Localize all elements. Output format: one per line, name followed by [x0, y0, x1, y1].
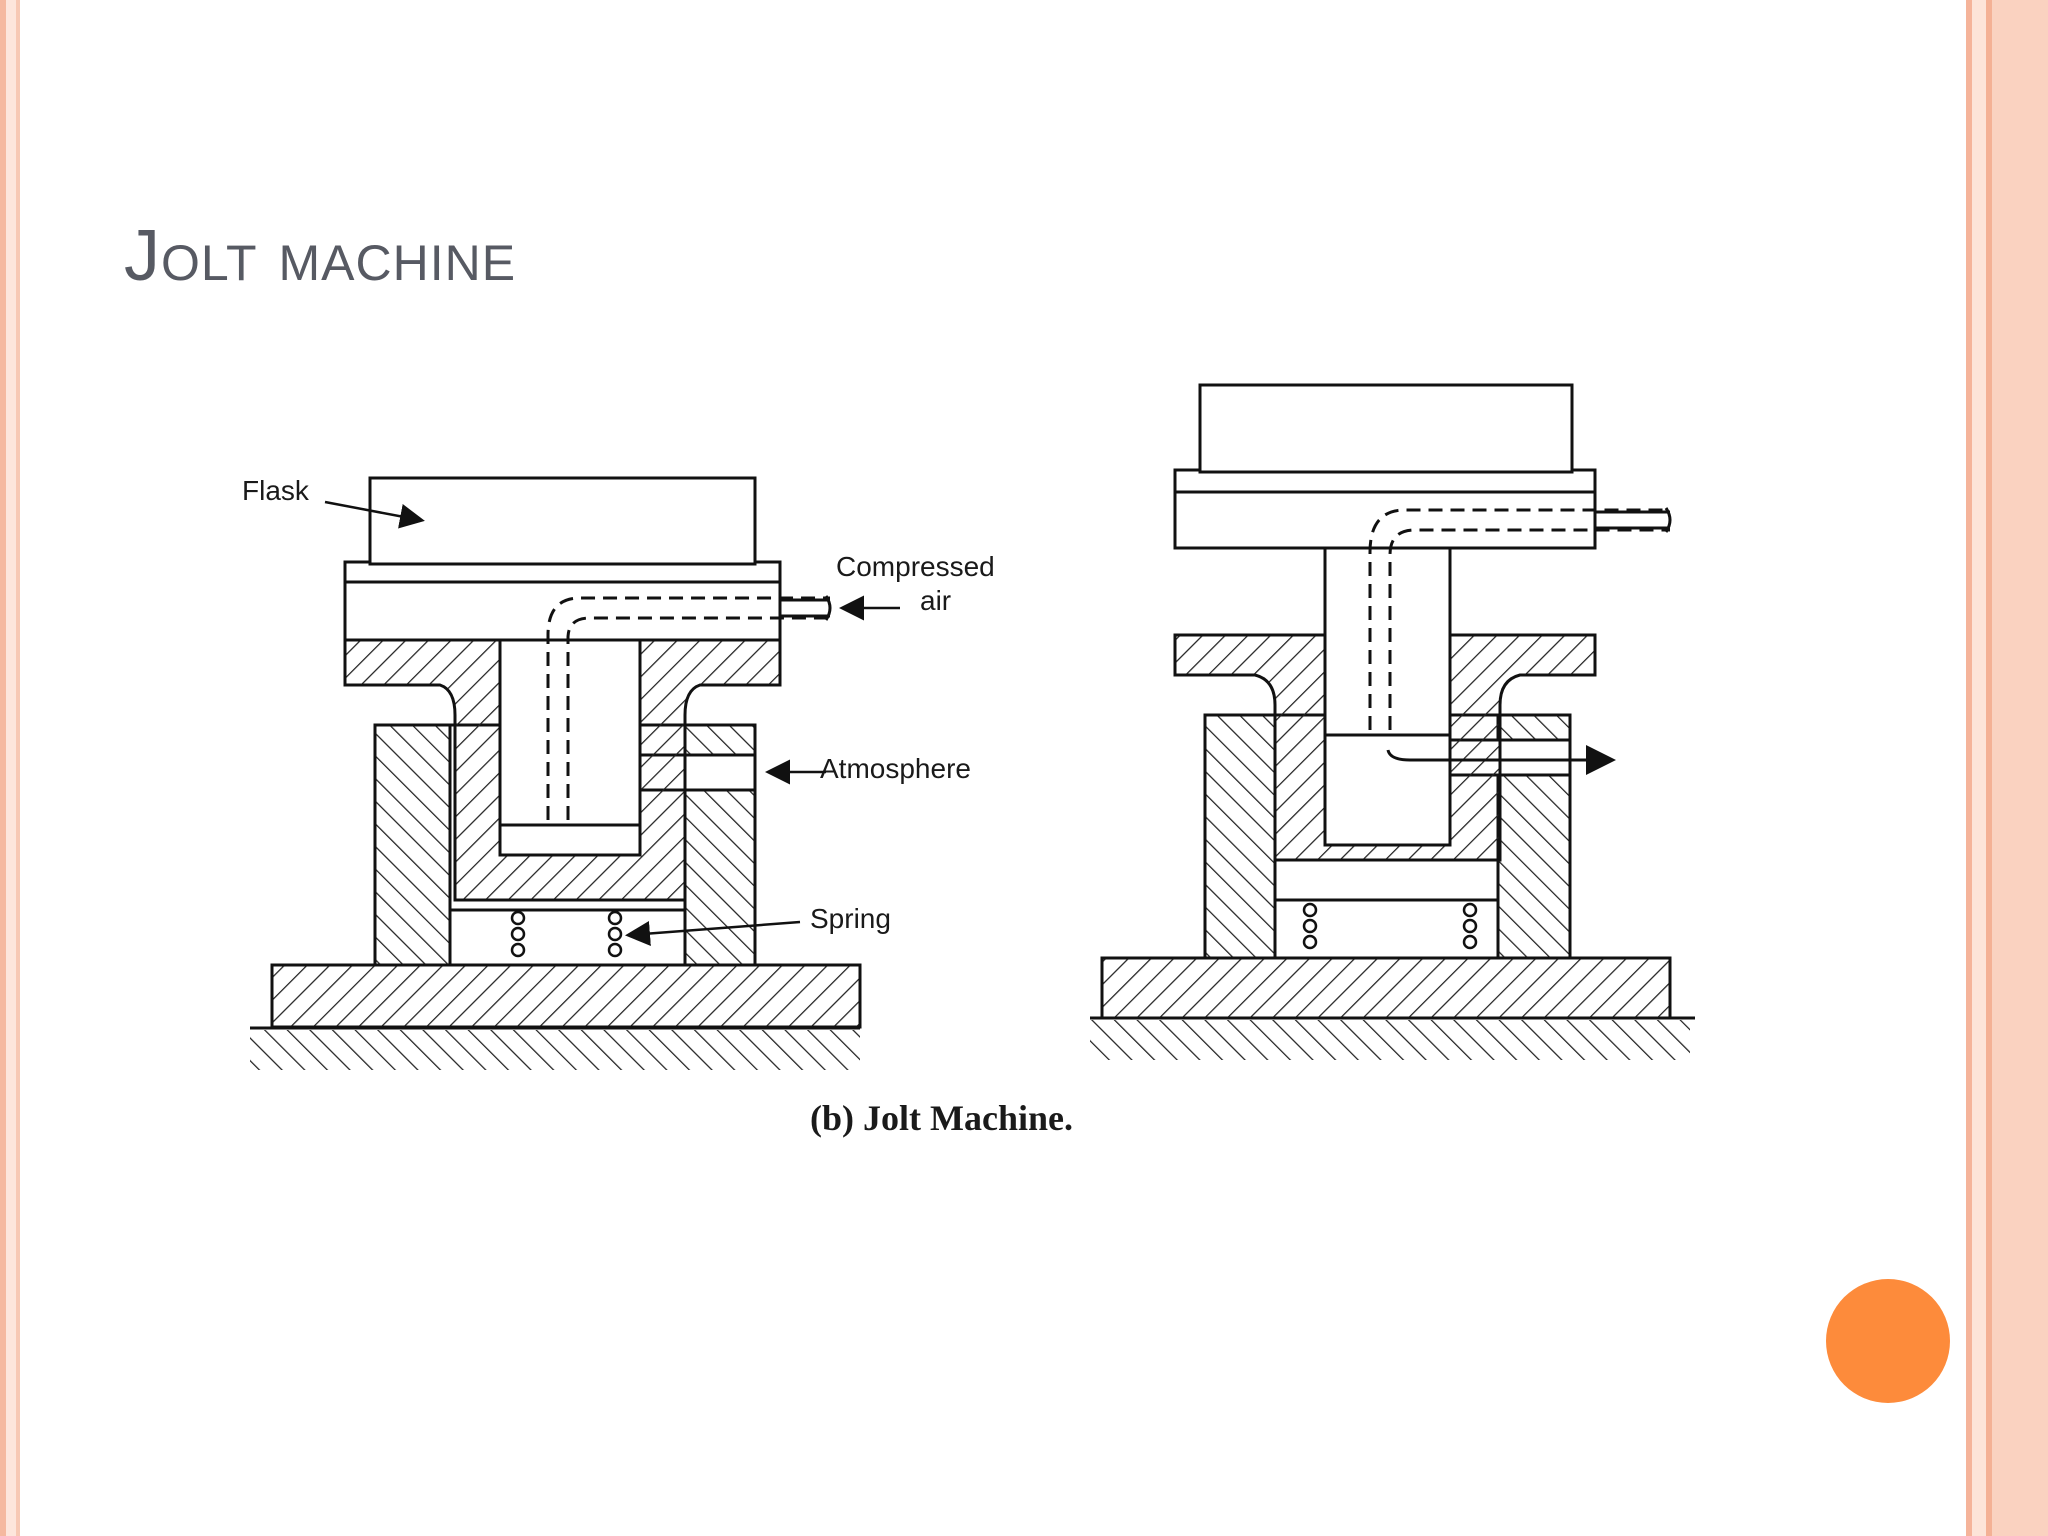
- right-flask: [1198, 383, 1574, 474]
- left-spring-chamber: [448, 908, 687, 967]
- left-spring-coils: [510, 910, 623, 958]
- slide-title: Jolt machine: [124, 216, 517, 296]
- right-air-passage: [1368, 508, 1670, 730]
- right-border-decoration: [1958, 0, 2048, 1536]
- label-flask: Flask: [242, 475, 310, 506]
- left-base: [270, 963, 862, 1029]
- right-base: [1100, 956, 1672, 1020]
- jolt-machine-diagram: Flask Compressed air Atmosphere Spring: [230, 340, 1730, 1160]
- left-piston-bore: [498, 638, 642, 847]
- right-ram: [1323, 543, 1452, 737]
- right-exhaust-flow: [1386, 745, 1616, 775]
- right-air-inlet: [1595, 507, 1672, 533]
- left-border-decoration: [0, 0, 28, 1536]
- label-air: air: [920, 585, 951, 616]
- left-ground: [250, 1026, 860, 1070]
- diagram-caption: (b) Jolt Machine.: [810, 1098, 1073, 1138]
- right-machine: [1090, 383, 1695, 1060]
- left-air-inlet: [780, 595, 832, 621]
- right-piston-bore: [1323, 728, 1452, 847]
- left-air-passage: [546, 596, 830, 820]
- label-spring: Spring: [810, 903, 891, 934]
- left-table: [343, 578, 782, 642]
- label-atmosphere: Atmosphere: [820, 753, 971, 784]
- right-table: [1173, 488, 1597, 550]
- left-flask: [368, 476, 757, 566]
- left-machine: Flask Compressed air Atmosphere Spring: [242, 475, 995, 1070]
- right-ground: [1090, 1016, 1695, 1060]
- orange-dot-decoration: [1826, 1279, 1950, 1403]
- right-spring-coils: [1302, 902, 1478, 950]
- label-compressed: Compressed: [836, 551, 995, 582]
